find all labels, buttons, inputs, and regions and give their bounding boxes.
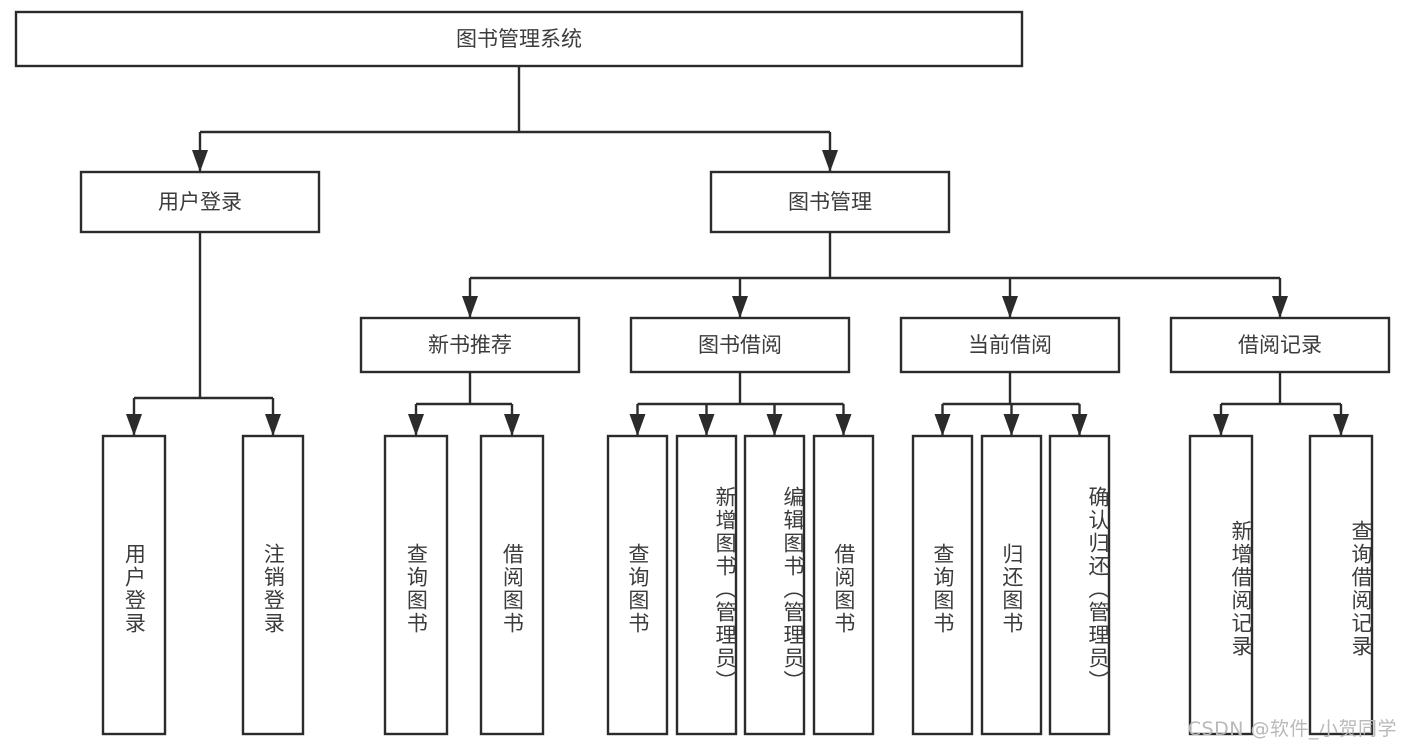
leaf-node-1[interactable] — [241, 434, 305, 736]
leaf-node-12[interactable] — [1308, 434, 1374, 736]
user-login-arrow-1 — [265, 414, 281, 436]
book-mgmt-arrow-1 — [732, 296, 748, 318]
leaf-node-10[interactable] — [1048, 434, 1111, 736]
root-arrow-1 — [822, 150, 838, 172]
leaf-node-5[interactable] — [675, 434, 738, 736]
borrow-arrow-2 — [766, 414, 783, 436]
level3-node-2[interactable] — [899, 316, 1121, 374]
level3-node-1-label: 图书借阅 — [698, 333, 782, 357]
leaf-node-3[interactable] — [479, 434, 545, 736]
level2-node-1[interactable] — [709, 170, 951, 234]
level3-node-3-label: 借阅记录 — [1238, 333, 1322, 357]
new-book-arrow-0 — [408, 414, 424, 436]
record-arrow-0 — [1213, 414, 1229, 436]
book-mgmt-arrow-3 — [1272, 296, 1288, 318]
level2-node-0-label: 用户登录 — [158, 190, 242, 214]
user-login-arrow-0 — [126, 414, 142, 436]
leaf-node-7[interactable] — [812, 434, 875, 736]
leaf-node-0[interactable] — [101, 434, 167, 736]
current-arrow-2 — [1071, 414, 1088, 436]
root-arrow-0 — [192, 150, 208, 172]
leaf-node-11[interactable] — [1188, 434, 1254, 736]
level3-node-1[interactable] — [629, 316, 851, 374]
book-mgmt-arrow-0 — [462, 296, 478, 318]
watermark-text: CSDN @软件_小贺同学 — [1187, 718, 1397, 740]
leaf-node-2[interactable] — [383, 434, 449, 736]
connectors-layer — [126, 66, 1349, 436]
level3-node-0[interactable] — [359, 316, 581, 374]
current-arrow-1 — [1003, 414, 1020, 436]
borrow-arrow-1 — [698, 414, 715, 436]
book-mgmt-arrow-2 — [1002, 296, 1018, 318]
current-arrow-0 — [934, 414, 951, 436]
leaf-node-8[interactable] — [911, 434, 974, 736]
level3-node-0-label: 新书推荐 — [428, 333, 512, 357]
level3-node-2-label: 当前借阅 — [968, 333, 1052, 357]
leaf-node-6[interactable] — [743, 434, 806, 736]
leaf-node-9[interactable] — [980, 434, 1043, 736]
borrow-arrow-3 — [835, 414, 852, 436]
level2-node-0[interactable] — [79, 170, 321, 234]
new-book-arrow-1 — [504, 414, 520, 436]
level2-node-1-label: 图书管理 — [788, 190, 872, 214]
level3-node-3[interactable] — [1169, 316, 1391, 374]
leaf-node-4[interactable] — [606, 434, 669, 736]
root-node[interactable] — [14, 10, 1024, 68]
root-node-label: 图书管理系统 — [456, 27, 582, 51]
record-arrow-1 — [1333, 414, 1349, 436]
borrow-arrow-0 — [629, 414, 646, 436]
